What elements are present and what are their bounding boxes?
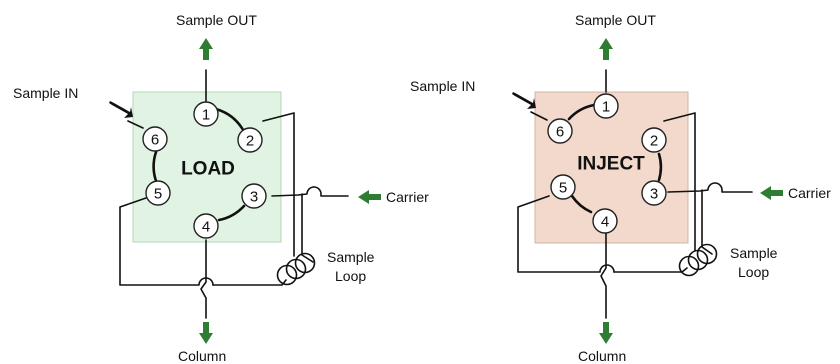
load-sample-out-arrow-icon <box>199 38 213 60</box>
inject-path-4-5 <box>570 194 593 214</box>
load-sample-out-label: Sample OUT <box>176 12 257 28</box>
load-port-1: 1 <box>193 101 219 127</box>
load-path-1-2 <box>216 108 244 131</box>
inject-path-2-3 <box>657 152 663 182</box>
inject-sample-out-label: Sample OUT <box>575 12 656 28</box>
inject-wire-sample-in <box>530 111 548 121</box>
inject-sample-in-arrow-icon <box>512 92 536 109</box>
svg-text:6: 6 <box>556 124 564 141</box>
load-port-2: 2 <box>237 127 263 153</box>
load-wire-sample-in <box>127 120 144 129</box>
inject-wire-port5-column <box>517 195 615 273</box>
svg-text:5: 5 <box>154 186 162 203</box>
svg-text:5: 5 <box>559 180 567 197</box>
load-coil-icon <box>276 252 316 286</box>
svg-text:4: 4 <box>601 214 609 231</box>
inject-port-1: 1 <box>593 93 619 119</box>
load-column-label: Column <box>178 348 226 364</box>
svg-text:1: 1 <box>202 107 210 124</box>
inject-sample-in-label: Sample IN <box>410 78 475 94</box>
inject-wire-column <box>600 232 607 319</box>
load-port-4: 4 <box>193 213 219 239</box>
inject-loop-label-line1: Sample <box>730 245 778 261</box>
load-sample-in-label: Sample IN <box>13 85 78 101</box>
inject-port-4: 4 <box>592 208 618 234</box>
svg-text:2: 2 <box>650 133 658 150</box>
inject-sample-out-arrow-icon <box>599 38 613 60</box>
inject-port-2: 2 <box>641 127 667 153</box>
inject-port-5: 5 <box>550 174 576 200</box>
svg-text:6: 6 <box>151 132 159 149</box>
inject-mode-label: INJECT <box>577 154 645 175</box>
load-carrier-arrow-icon <box>358 190 381 204</box>
load-wire-loop <box>212 112 314 286</box>
inject-column-arrow-icon <box>599 322 613 344</box>
load-path-5-6 <box>152 150 158 183</box>
load-wire-column <box>200 239 207 319</box>
inject-wire-carrier <box>667 182 753 193</box>
load-sample-in-arrow-icon <box>109 101 133 118</box>
load-valve: 1 2 3 4 5 6 LOAD Sample OUT Sample I <box>13 12 429 364</box>
load-port-6: 6 <box>142 126 168 152</box>
inject-column-label: Column <box>578 348 626 364</box>
inject-port-3: 3 <box>641 180 667 206</box>
inject-path-1-6 <box>567 103 596 121</box>
inject-valve: 1 2 3 4 5 6 INJECT Sample OUT Sample <box>410 12 831 364</box>
svg-text:2: 2 <box>246 133 254 150</box>
load-mode-label: LOAD <box>181 159 235 180</box>
svg-text:3: 3 <box>650 186 658 203</box>
load-loop-label-line1: Sample <box>327 249 375 265</box>
load-port-5: 5 <box>145 180 171 206</box>
inject-carrier-arrow-icon <box>760 186 783 200</box>
svg-text:1: 1 <box>602 99 610 116</box>
load-carrier-label: Carrier <box>386 189 429 205</box>
inject-loop-label-line2: Loop <box>738 264 769 280</box>
svg-text:3: 3 <box>250 189 258 206</box>
load-loop-label-line2: Loop <box>335 268 366 284</box>
load-wire-port5-column <box>119 197 214 286</box>
load-wire-carrier <box>271 186 349 197</box>
inject-coil-icon <box>678 243 718 277</box>
inject-carrier-label: Carrier <box>788 185 831 201</box>
load-column-arrow-icon <box>199 322 213 344</box>
inject-port-6: 6 <box>547 118 573 144</box>
load-path-3-4 <box>217 204 246 222</box>
svg-text:4: 4 <box>202 219 210 236</box>
load-port-3: 3 <box>241 183 267 209</box>
